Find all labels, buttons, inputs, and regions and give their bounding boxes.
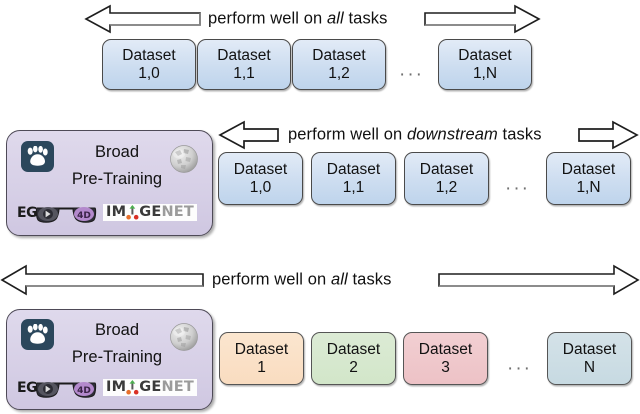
arrow-bottom-left-head bbox=[0, 264, 204, 296]
imagenet-part1: IM bbox=[106, 379, 127, 396]
dataset-box-line2: 3 bbox=[441, 358, 450, 376]
dataset-box-line2: 1,1 bbox=[342, 178, 365, 196]
arrow-top-label-prefix: perform well on bbox=[208, 9, 327, 28]
wikipedia-globe-icon bbox=[170, 323, 198, 351]
dataset-box[interactable]: Dataset 2 bbox=[311, 332, 396, 385]
imagenet-part3: NET bbox=[161, 379, 194, 396]
broad-pretraining-panel[interactable]: Broad Pre-Training EG bbox=[6, 309, 213, 410]
ego4d-logo: EG 4D bbox=[17, 376, 97, 400]
dataset-box[interactable]: Dataset N bbox=[547, 332, 632, 385]
pretraining-title-line2: Pre-Training bbox=[71, 348, 163, 366]
dataset-box-line1: Dataset bbox=[419, 161, 474, 179]
dataset-row-ellipsis: ··· bbox=[507, 358, 532, 379]
paw-glyph bbox=[27, 324, 48, 344]
arrow-row-middle: perform well on downstream tasks bbox=[0, 118, 640, 152]
imagenet-part2: GE bbox=[139, 204, 162, 221]
imagenet-part2: GE bbox=[139, 379, 162, 396]
baidu-paw-icon bbox=[21, 319, 54, 350]
arrow-middle-label-emphasis: downstream bbox=[406, 125, 498, 144]
arrow-bottom-label-emphasis: all bbox=[330, 270, 348, 289]
arrow-middle-left-head bbox=[218, 120, 279, 150]
arrow-bottom-right-head bbox=[438, 264, 640, 296]
pretraining-title: Broad bbox=[62, 141, 172, 165]
dataset-box[interactable]: Dataset 3 bbox=[403, 332, 488, 385]
dataset-box-line2: 1,N bbox=[576, 178, 601, 196]
dataset-box-line2: 1,0 bbox=[138, 64, 160, 82]
arrow-middle-label-suffix: tasks bbox=[497, 125, 542, 144]
dataset-box-line2: 2 bbox=[349, 358, 358, 376]
imagenet-part3: NET bbox=[161, 204, 194, 221]
pretraining-title-line2: Pre-Training bbox=[71, 170, 163, 188]
arrow-middle-right-head bbox=[578, 120, 639, 150]
imagenet-tree-icon bbox=[126, 205, 139, 220]
dataset-row-ellipsis: ··· bbox=[505, 178, 530, 199]
arrow-top-label-suffix: tasks bbox=[343, 9, 388, 28]
pretraining-title: Broad bbox=[62, 319, 172, 343]
imagenet-tree-icon bbox=[126, 380, 139, 395]
pretraining-subtitle: Pre-Training bbox=[42, 346, 192, 370]
ego4d-suffix: 4D bbox=[77, 211, 91, 221]
dataset-box-line1: Dataset bbox=[312, 47, 366, 65]
dataset-box-line1: Dataset bbox=[458, 47, 512, 65]
dataset-box-line2: 1,1 bbox=[233, 64, 255, 82]
dataset-box[interactable]: Dataset 1,1 bbox=[311, 152, 396, 205]
dataset-box-line2: 1,2 bbox=[435, 178, 458, 196]
arrow-row-top: perform well on all tasks bbox=[0, 2, 640, 36]
pretraining-title-line1: Broad bbox=[94, 321, 140, 339]
dataset-box[interactable]: Dataset 1,2 bbox=[404, 152, 489, 205]
arrow-top-left-head bbox=[84, 4, 201, 34]
dataset-box-line2: N bbox=[583, 358, 596, 376]
arrow-row-bottom: perform well on all tasks bbox=[0, 263, 640, 297]
arrow-top-label-emphasis: all bbox=[326, 9, 344, 28]
dataset-box[interactable]: Dataset 1,0 bbox=[102, 39, 196, 90]
dataset-box-line1: Dataset bbox=[233, 161, 288, 179]
dataset-box-line1: Dataset bbox=[326, 341, 381, 359]
dataset-box-line1: Dataset bbox=[562, 341, 617, 359]
ego4d-prefix: EG bbox=[17, 380, 38, 396]
imagenet-part1: IM bbox=[106, 204, 127, 221]
dataset-box-line1: Dataset bbox=[418, 341, 473, 359]
dataset-box[interactable]: Dataset 1,0 bbox=[218, 152, 303, 205]
dataset-box-line1: Dataset bbox=[561, 161, 616, 179]
ego4d-glasses-icon: 4D bbox=[36, 207, 97, 223]
pretraining-title-line1: Broad bbox=[94, 143, 140, 161]
arrow-bottom-label: perform well on all tasks bbox=[212, 271, 392, 290]
arrow-top-label: perform well on all tasks bbox=[208, 10, 388, 29]
dataset-row-ellipsis: ··· bbox=[399, 64, 424, 85]
dataset-box-line1: Dataset bbox=[326, 161, 381, 179]
dataset-box-line2: 1 bbox=[257, 358, 266, 376]
ego4d-glasses-icon: 4D bbox=[36, 382, 97, 398]
arrow-middle-label: perform well on downstream tasks bbox=[288, 126, 542, 145]
dataset-box-line1: Dataset bbox=[234, 341, 289, 359]
ego4d-suffix: 4D bbox=[77, 386, 91, 396]
dataset-box-line1: Dataset bbox=[122, 47, 176, 65]
paw-glyph bbox=[27, 146, 48, 166]
dataset-box-line1: Dataset bbox=[217, 47, 271, 65]
dataset-box[interactable]: Dataset 1,1 bbox=[197, 39, 291, 90]
arrow-bottom-label-suffix: tasks bbox=[347, 270, 392, 289]
dataset-box-line2: 1,N bbox=[472, 64, 498, 82]
dataset-box[interactable]: Dataset 1 bbox=[219, 332, 304, 385]
dataset-box[interactable]: Dataset 1,N bbox=[546, 152, 631, 205]
ego4d-prefix: EG bbox=[17, 205, 38, 221]
broad-pretraining-panel[interactable]: Broad Pre-Training EG bbox=[6, 130, 213, 236]
dataset-box[interactable]: Dataset 1,2 bbox=[292, 39, 386, 90]
wikipedia-globe-icon bbox=[170, 145, 198, 173]
baidu-paw-icon bbox=[21, 141, 54, 172]
arrow-bottom-label-prefix: perform well on bbox=[212, 270, 331, 289]
pretraining-subtitle: Pre-Training bbox=[42, 168, 192, 192]
dataset-box[interactable]: Dataset 1,N bbox=[438, 39, 532, 90]
dataset-box-line2: 1,0 bbox=[249, 178, 272, 196]
ego4d-logo: EG 4D bbox=[17, 201, 97, 225]
dataset-box-line2: 1,2 bbox=[328, 64, 350, 82]
arrow-top-right-head bbox=[424, 4, 541, 34]
arrow-middle-label-prefix: perform well on bbox=[288, 125, 407, 144]
